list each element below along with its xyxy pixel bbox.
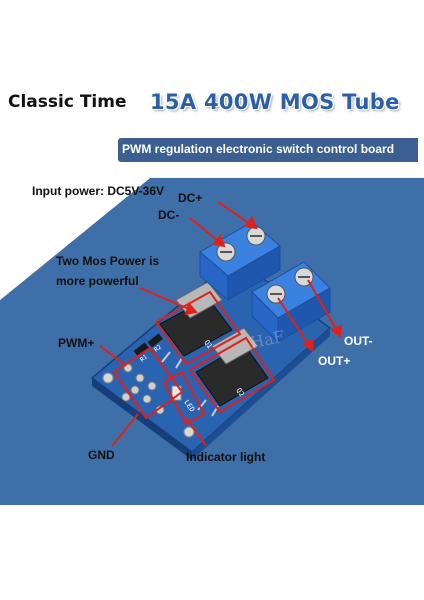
annotation-arrows [99,201,343,447]
label-two-mos-2: more powerful [56,274,139,288]
label-pwm-plus: PWM+ [58,336,95,350]
highlight-boxes [112,290,276,426]
label-dc-plus: DC+ [178,191,203,205]
silk-q1: Q1 [202,339,213,351]
label-two-mos-1: Two Mos Power is [56,254,160,268]
silk-q2: Q2 [234,387,245,399]
label-indicator-light: Indicator light [186,450,266,464]
silk-r1: R1 [139,353,149,363]
label-out-plus: OUT+ [318,354,351,368]
resistor-r2 [147,333,163,348]
silk-r2: R2 [153,343,163,353]
subtitle-bar [118,138,418,162]
label-dc-minus: DC- [158,208,180,222]
product-subtitle: PWM regulation electronic switch control… [122,142,395,156]
product-title: 15A 400W MOS Tube [150,90,400,114]
label-out-minus: OUT- [344,334,373,348]
resistor-r1 [133,342,149,357]
terminal-dc [199,221,281,302]
label-input-power: Input power: DC5V-36V [32,184,165,198]
brand-name: Classic Time [8,92,127,112]
label-gnd: GND [88,448,115,462]
terminal-out [251,261,331,344]
